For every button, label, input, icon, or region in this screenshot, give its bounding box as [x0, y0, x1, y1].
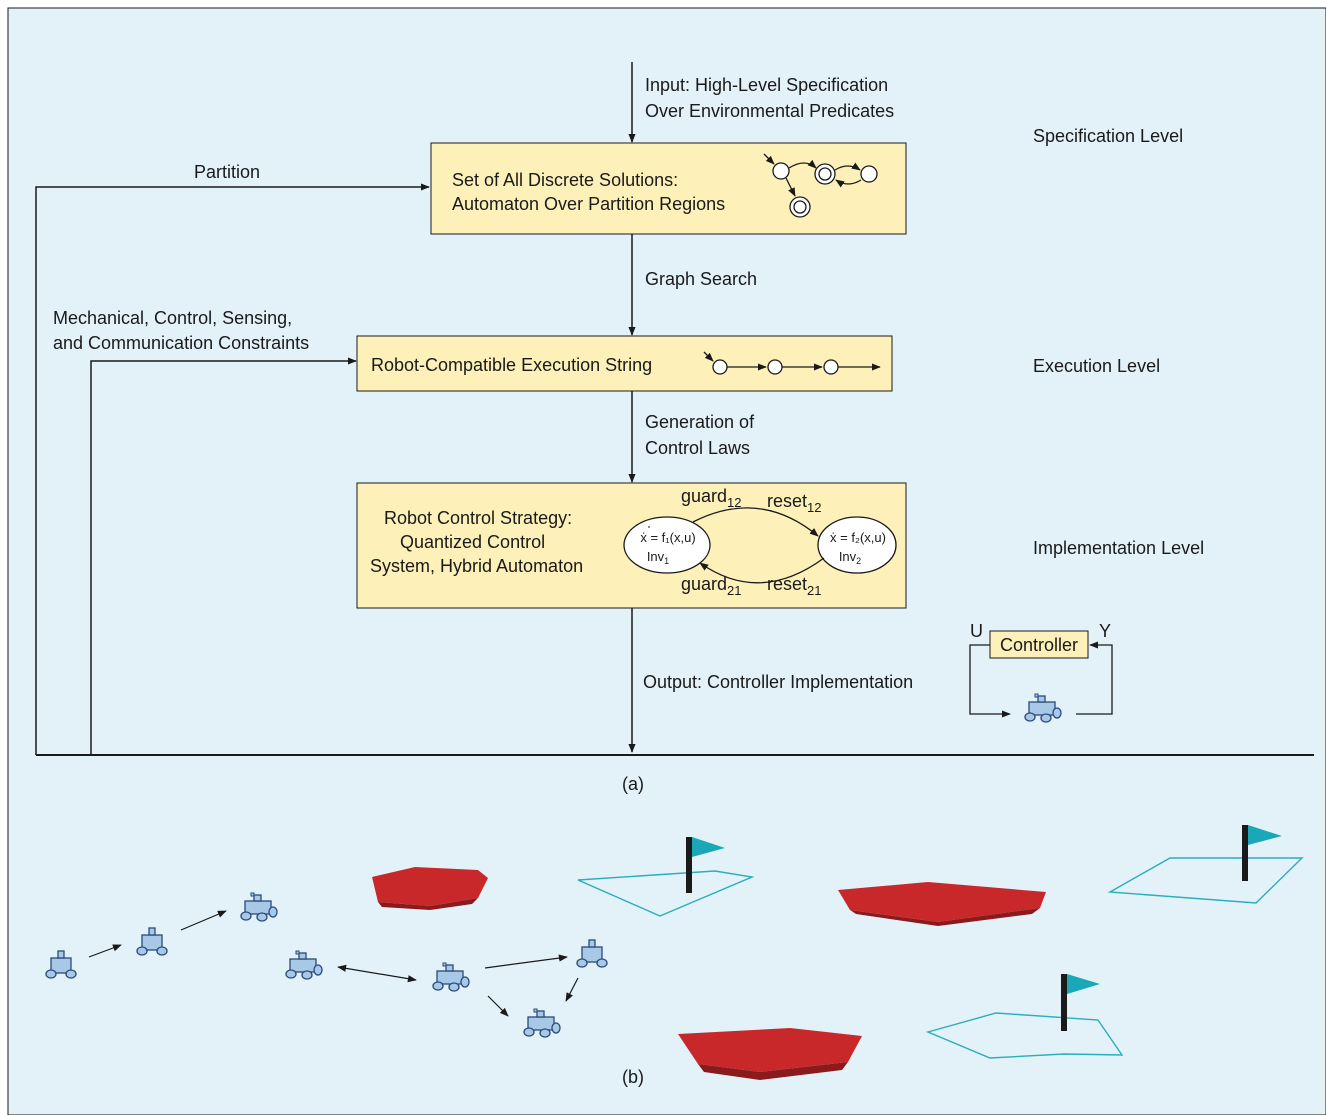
- controller-label: Controller: [1000, 635, 1078, 655]
- hybrid-state-2: [817, 516, 897, 574]
- reset21-label: reset21: [767, 574, 822, 598]
- flag-icon: [1248, 825, 1282, 845]
- partition-label: Partition: [194, 162, 260, 182]
- u-label: U: [970, 621, 983, 641]
- caption-a: (a): [622, 774, 644, 794]
- guard21-label: guard21: [681, 574, 742, 598]
- robot-sequence-1: [45, 892, 278, 979]
- state2-invariant: Inv2: [839, 549, 861, 566]
- y-label: Y: [1099, 621, 1111, 641]
- goal-region-3: [925, 974, 1124, 1059]
- graph-search-label: Graph Search: [645, 269, 757, 289]
- controller-box: [989, 630, 1089, 659]
- flag-icon: [692, 837, 725, 857]
- output-label: Output: Controller Implementation: [643, 672, 913, 692]
- box1-line1: Set of All Discrete Solutions:: [452, 170, 678, 190]
- box3-line3: System, Hybrid Automaton: [370, 556, 583, 576]
- box3-line1: Robot Control Strategy:: [384, 508, 572, 528]
- obstacle-2: [838, 882, 1046, 926]
- flag-pole: [1061, 974, 1067, 1031]
- state2-equation: ẋ = f₂(x,u): [830, 530, 886, 545]
- obstacle-3: [678, 1028, 862, 1080]
- partition-feedback-line: [35, 183, 430, 755]
- box1-line2: Automaton Over Partition Regions: [452, 194, 725, 214]
- hybrid-state-1: [623, 516, 711, 574]
- constraints-label-line1: Mechanical, Control, Sensing,: [53, 308, 292, 328]
- box3-line2: Quantized Control: [400, 532, 545, 552]
- goal-region-2: [1107, 825, 1304, 904]
- robot-sequence-2: [285, 939, 608, 1038]
- hybrid-automaton: ẋ = f₁(x,u) Inv1 ẋ = f₂(x,u) Inv2 guard1…: [623, 486, 897, 598]
- automaton-icon: [763, 153, 878, 218]
- flag-pole: [1242, 825, 1248, 881]
- obstacle-1: [372, 867, 488, 910]
- transition-12: [692, 507, 819, 537]
- goal-region-1: [577, 837, 755, 917]
- input-label-line2: Over Environmental Predicates: [645, 101, 894, 121]
- state1-invariant: Inv1: [647, 549, 669, 566]
- box2-label: Robot-Compatible Execution String: [371, 355, 652, 375]
- execution-string-icon: [703, 351, 881, 375]
- caption-b: (b): [622, 1067, 644, 1087]
- guard12-label: guard12: [681, 486, 742, 510]
- controller-loop: Controller U Y: [969, 621, 1113, 723]
- execution-string-box: [356, 335, 893, 392]
- discrete-solutions-box: [430, 142, 907, 235]
- state1-equation: ẋ = f₁(x,u): [640, 530, 695, 545]
- control-laws-line1: Generation of: [645, 412, 755, 432]
- constraints-label-line2: and Communication Constraints: [53, 333, 309, 353]
- reset12-label: reset12: [767, 491, 822, 515]
- implementation-level-label: Implementation Level: [1033, 538, 1204, 558]
- constraints-feedback-line: [90, 357, 357, 755]
- flag-icon: [1067, 974, 1100, 994]
- execution-level-label: Execution Level: [1033, 356, 1160, 376]
- input-label-line1: Input: High-Level Specification: [645, 75, 888, 95]
- transition-21: [699, 557, 825, 584]
- flag-pole: [686, 837, 692, 893]
- control-laws-line2: Control Laws: [645, 438, 750, 458]
- specification-level-label: Specification Level: [1033, 126, 1183, 146]
